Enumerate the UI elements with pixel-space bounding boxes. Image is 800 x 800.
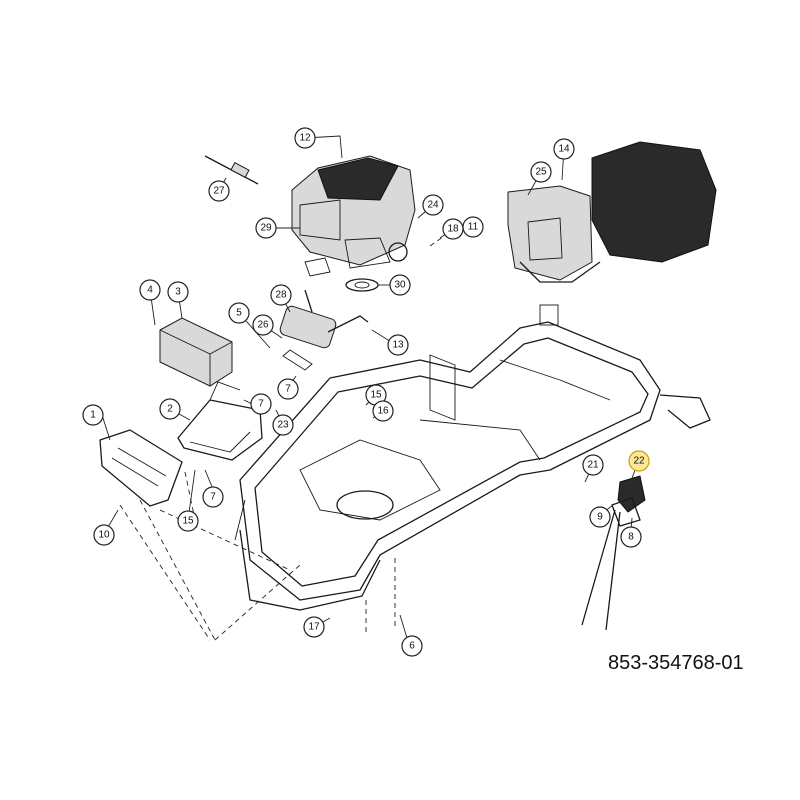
- callout-29: 29: [255, 217, 277, 239]
- svg-text:5: 5: [236, 308, 242, 319]
- svg-text:30: 30: [394, 280, 406, 291]
- svg-text:28: 28: [275, 290, 287, 301]
- svg-text:8: 8: [628, 532, 634, 543]
- front-bracket: [99, 429, 183, 507]
- callout-25: 25: [530, 161, 552, 183]
- callout-9: 9: [589, 506, 611, 528]
- svg-text:26: 26: [257, 320, 269, 331]
- callout-6: 6: [401, 635, 423, 657]
- svg-text:4: 4: [147, 285, 153, 296]
- callout-13: 13: [387, 334, 409, 356]
- svg-text:15: 15: [370, 390, 382, 401]
- callout-2: 2: [159, 398, 181, 420]
- callout-12: 12: [294, 127, 316, 149]
- muffler: [279, 289, 369, 371]
- svg-text:10: 10: [98, 530, 110, 541]
- svg-text:2: 2: [167, 404, 173, 415]
- svg-text:11: 11: [468, 222, 479, 233]
- engine-inset: [507, 141, 717, 283]
- svg-text:23: 23: [277, 420, 289, 431]
- svg-text:9: 9: [597, 512, 603, 523]
- svg-text:7: 7: [285, 384, 291, 395]
- callout-3: 3: [167, 281, 189, 303]
- svg-text:6: 6: [409, 641, 415, 652]
- battery: [159, 317, 233, 387]
- svg-text:27: 27: [213, 186, 225, 197]
- callout-28: 28: [270, 284, 292, 306]
- callout-1: 1: [82, 404, 104, 426]
- callout-30: 30: [389, 274, 411, 296]
- svg-text:14: 14: [558, 144, 570, 155]
- svg-text:7: 7: [210, 492, 216, 503]
- svg-text:1: 1: [90, 410, 96, 421]
- dipstick-tube: [204, 155, 259, 185]
- svg-text:12: 12: [299, 133, 311, 144]
- svg-text:24: 24: [427, 200, 439, 211]
- callout-14: 14: [553, 138, 575, 160]
- callout-16: 16: [372, 400, 394, 422]
- engine-main: [291, 155, 416, 277]
- throttle-control: [581, 475, 646, 631]
- battery-tray: [177, 381, 263, 461]
- svg-text:18: 18: [447, 224, 459, 235]
- svg-text:22: 22: [633, 456, 645, 467]
- callout-11: 11: [462, 216, 484, 238]
- svg-text:25: 25: [535, 167, 547, 178]
- gasket: [345, 278, 379, 292]
- callout-10: 10: [93, 524, 115, 546]
- callout-18: 18: [442, 218, 464, 240]
- callout-26: 26: [252, 314, 274, 336]
- callout-23: 23: [272, 414, 294, 436]
- callout-27: 27: [208, 180, 230, 202]
- callout-4: 4: [139, 279, 161, 301]
- svg-text:3: 3: [175, 287, 181, 298]
- svg-text:13: 13: [392, 340, 404, 351]
- callout-22-highlighted[interactable]: 22: [628, 450, 650, 472]
- chassis-frame: [234, 304, 711, 611]
- document-part-number: 853-354768-01: [608, 652, 744, 674]
- svg-text:29: 29: [260, 223, 272, 234]
- svg-text:21: 21: [587, 460, 599, 471]
- reference-lines: [119, 231, 451, 641]
- svg-text:17: 17: [308, 622, 320, 633]
- callout-15-lower: 15: [177, 510, 199, 532]
- svg-text:16: 16: [377, 406, 389, 417]
- callout-5: 5: [228, 302, 250, 324]
- callout-7-lower: 7: [202, 486, 224, 508]
- callout-7-tray: 7: [250, 393, 272, 415]
- callout-21: 21: [582, 454, 604, 476]
- svg-text:7: 7: [258, 399, 264, 410]
- svg-text:15: 15: [182, 516, 194, 527]
- callout-17: 17: [303, 616, 325, 638]
- callout-8: 8: [620, 526, 642, 548]
- callout-7-muffler: 7: [277, 378, 299, 400]
- callout-24: 24: [422, 194, 444, 216]
